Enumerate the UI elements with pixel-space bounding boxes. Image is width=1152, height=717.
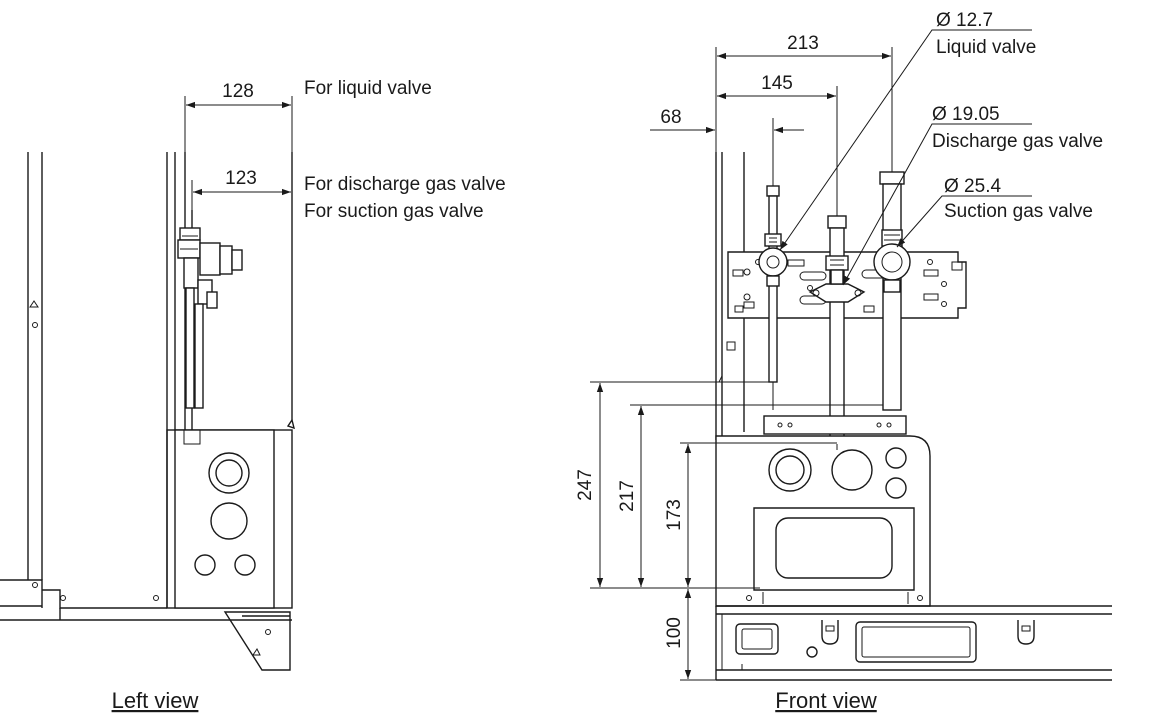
liquid-valve-size: Ø 12.7 [936, 10, 993, 31]
note-liquid-valve: For liquid valve [304, 78, 432, 99]
dim-123-label: 123 [225, 168, 257, 189]
front-view-caption: Front view [775, 688, 877, 713]
left-valve-profile [177, 227, 243, 409]
note-suction-gas-valve: For suction gas valve [304, 201, 484, 222]
front-view-dimensions [590, 29, 1032, 681]
dim-213-label: 213 [787, 33, 819, 54]
note-discharge-gas-valve: For discharge gas valve [304, 174, 506, 195]
left-view-dimensions [184, 96, 293, 210]
dim-247-label: 247 [575, 469, 596, 501]
dim-100-label: 100 [664, 617, 685, 649]
discharge-gas-valve-pipe [808, 215, 866, 445]
dim-128-label: 128 [222, 81, 254, 102]
front-view-drawing [715, 152, 1112, 681]
liquid-valve-pipe [758, 185, 788, 383]
dim-68-label: 68 [660, 107, 681, 128]
discharge-valve-size: Ø 19.05 [932, 104, 1000, 125]
suction-gas-valve-pipe [873, 171, 911, 411]
dim-145-label: 145 [761, 73, 793, 94]
left-view-caption: Left view [112, 688, 199, 713]
dim-173-label: 173 [664, 499, 685, 531]
suction-valve-size: Ø 25.4 [944, 176, 1001, 197]
suction-valve-name: Suction gas valve [944, 201, 1093, 222]
left-view-drawing [0, 152, 295, 671]
liquid-valve-name: Liquid valve [936, 37, 1036, 58]
discharge-valve-name: Discharge gas valve [932, 131, 1103, 152]
dim-217-label: 217 [617, 480, 638, 512]
